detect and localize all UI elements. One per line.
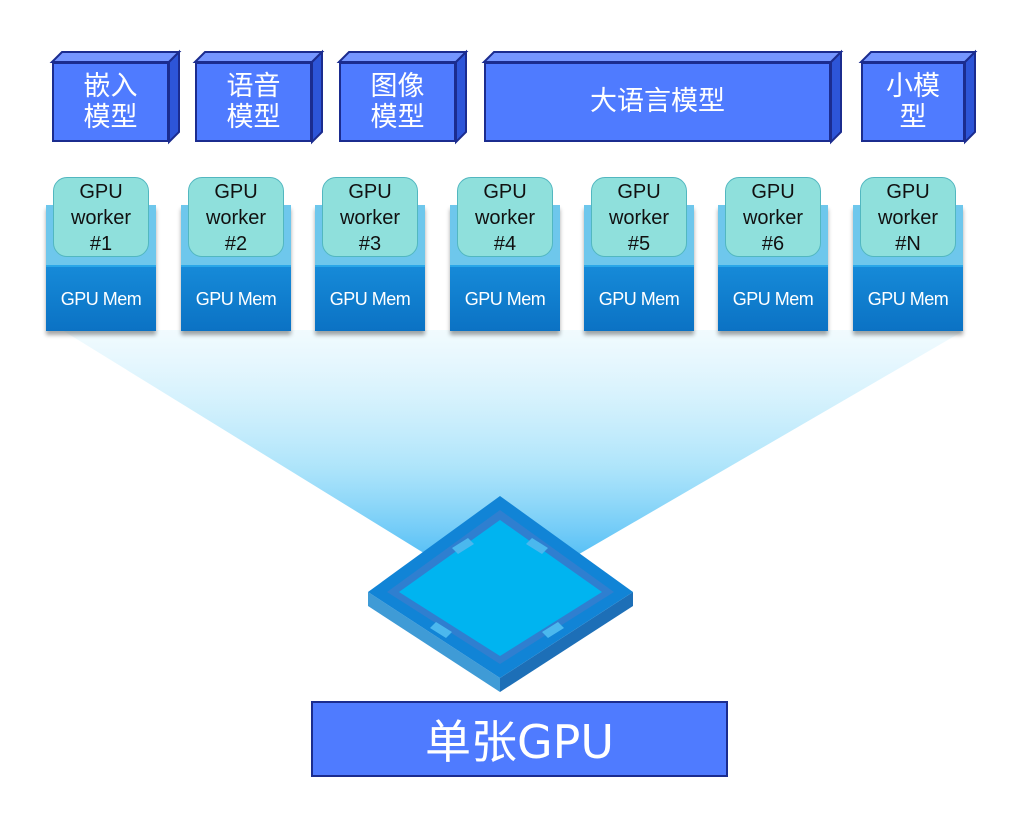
gpu-mem: GPU Mem [718,267,828,331]
model-label: 小模 型 [886,70,940,133]
gpu-worker-3: GPU Mem GPU worker #3 [315,177,425,331]
model-embedding: 嵌入 模型 [49,49,182,145]
gpu-mem: GPU Mem [584,267,694,331]
model-small: 小模 型 [858,49,978,145]
gpu-worker-5: GPU Mem GPU worker #5 [584,177,694,331]
model-label: 图像 模型 [370,70,425,133]
gpu-worker-6: GPU Mem GPU worker #6 [718,177,828,331]
worker-tab: GPU worker #N [860,177,956,257]
gpu-worker-1: GPU Mem GPU worker #1 [46,177,156,331]
model-speech: 语音 模型 [192,49,325,145]
box-3d-edge [336,49,469,145]
model-llm: 大语言模型 [481,49,844,145]
gpu-mem: GPU Mem [181,267,291,331]
box-3d-edge [49,49,182,145]
worker-tab: GPU worker #4 [457,177,553,257]
gpu-mem: GPU Mem [46,267,156,331]
gpu-mem: GPU Mem [450,267,560,331]
worker-tab: GPU worker #6 [725,177,821,257]
model-label: 大语言模型 [590,86,725,118]
gpu-mem: GPU Mem [315,267,425,331]
worker-tab: GPU worker #1 [53,177,149,257]
single-gpu-label: 单张GPU [311,701,728,777]
gpu-worker-4: GPU Mem GPU worker #4 [450,177,560,331]
model-label: 嵌入 模型 [83,70,138,133]
gpu-worker-2: GPU Mem GPU worker #2 [181,177,291,331]
worker-tab: GPU worker #2 [188,177,284,257]
gpu-worker-n: GPU Mem GPU worker #N [853,177,963,331]
worker-tab: GPU worker #5 [591,177,687,257]
model-image: 图像 模型 [336,49,469,145]
model-label: 语音 模型 [226,70,281,133]
gpu-mem: GPU Mem [853,267,963,331]
worker-tab: GPU worker #3 [322,177,418,257]
